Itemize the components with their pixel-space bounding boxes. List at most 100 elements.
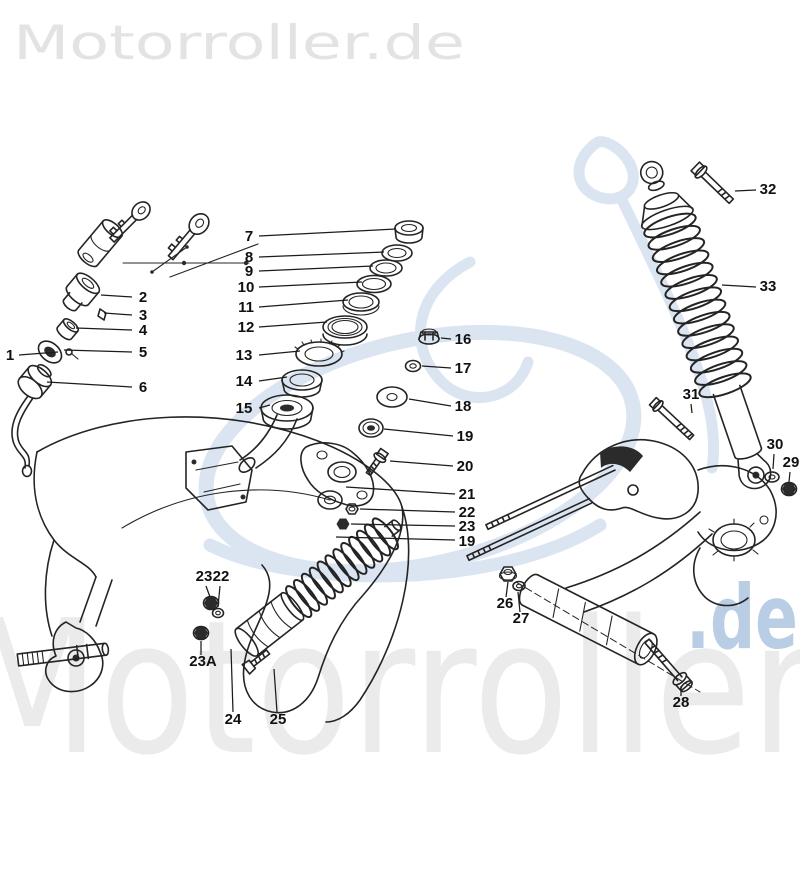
leader-line-29 xyxy=(788,471,791,483)
washer-part18 xyxy=(376,386,408,408)
washer-part27 xyxy=(512,580,526,592)
callout-9: 9 xyxy=(245,263,253,280)
rear-shock-drawing xyxy=(639,160,798,497)
nut-part23A xyxy=(192,625,210,641)
callouts-layer: 1234567891011121314151617181920212223192… xyxy=(6,181,800,728)
leader-line-31 xyxy=(690,403,693,414)
leader-line-27 xyxy=(517,591,521,613)
lock-body-part6 xyxy=(17,363,53,400)
washer-part17 xyxy=(404,359,422,373)
callout-20: 20 xyxy=(457,458,474,475)
callout-22: 22 xyxy=(213,568,230,585)
callout-4: 4 xyxy=(139,322,148,339)
bolt-part31 xyxy=(648,396,695,441)
ignition-keys-drawing xyxy=(109,201,259,278)
leader-line-22 xyxy=(217,585,221,608)
callout-7: 7 xyxy=(245,228,253,245)
nut-part4 xyxy=(56,318,80,341)
callout-24: 24 xyxy=(225,711,242,728)
watermark-swoosh xyxy=(198,136,719,583)
pivot-sleeve xyxy=(518,573,658,666)
leader-line-2 xyxy=(100,294,133,298)
leader-line-25 xyxy=(273,668,278,713)
small-hardware-drawing xyxy=(358,328,440,438)
leader-line-3 xyxy=(103,312,133,316)
leader-line-16 xyxy=(440,337,452,340)
leader-line-32 xyxy=(734,189,757,192)
swoosh-underline xyxy=(203,518,607,583)
callout-28: 28 xyxy=(673,694,690,711)
leader-line-8 xyxy=(258,251,385,258)
callout-27: 27 xyxy=(513,610,530,627)
callout-33: 33 xyxy=(760,278,777,295)
callout-23: 23 xyxy=(459,518,476,535)
nut-part26 xyxy=(498,566,518,582)
steering-bearing-stack-drawing xyxy=(238,220,424,473)
bolt-part32 xyxy=(690,161,735,205)
callout-10: 10 xyxy=(238,279,255,296)
callout-25: 25 xyxy=(270,711,287,728)
front-axle xyxy=(16,642,110,667)
swoosh-s-curve xyxy=(415,256,534,404)
leader-line-9 xyxy=(258,265,374,272)
callout-5: 5 xyxy=(139,344,147,361)
nut-part22 xyxy=(345,503,359,515)
callout-23: 23 xyxy=(196,568,213,585)
lock-barrel xyxy=(77,219,124,268)
leader-line-5 xyxy=(63,349,133,353)
bottom-watermark: Motorroller xyxy=(0,580,800,796)
lock-cylinder-part2 xyxy=(62,272,101,312)
logo-watermark: Motorroller.de xyxy=(13,16,465,71)
nut-part29 xyxy=(780,481,798,497)
washer-part30 xyxy=(764,471,780,483)
bearing-part19-lower xyxy=(317,490,343,510)
callout-19: 19 xyxy=(459,533,476,550)
bolt-part25 xyxy=(241,649,271,675)
leader-line-1 xyxy=(18,351,59,356)
bolt-part20 xyxy=(365,447,389,477)
nut-part23-front xyxy=(202,595,220,611)
leader-line-4 xyxy=(75,327,133,331)
leader-line-14 xyxy=(258,376,288,382)
callout-30: 30 xyxy=(767,436,784,453)
callout-6: 6 xyxy=(139,379,147,396)
fender-bracket xyxy=(185,445,253,511)
nut-part23 xyxy=(336,518,350,530)
callout-32: 32 xyxy=(760,181,777,198)
leader-line-17 xyxy=(421,365,452,369)
callout-16: 16 xyxy=(455,331,472,348)
callout-15: 15 xyxy=(236,400,253,417)
nut-part16 xyxy=(418,328,440,345)
bottom-watermark-de: .de xyxy=(686,566,798,669)
callout-12: 12 xyxy=(238,319,255,336)
leader-line-7 xyxy=(258,228,397,237)
lock-cable xyxy=(11,395,34,478)
leader-line-23 xyxy=(350,523,456,527)
leader-line-18 xyxy=(408,398,452,407)
callout-11: 11 xyxy=(238,299,254,316)
callout-21: 21 xyxy=(459,486,476,503)
callout-1: 1 xyxy=(6,347,14,364)
leader-line-10 xyxy=(258,281,363,288)
callout-17: 17 xyxy=(455,360,472,377)
leader-line-30 xyxy=(772,453,775,470)
mount-plate-drawing xyxy=(300,442,389,530)
leader-line-21 xyxy=(345,486,456,495)
washer-part22-front xyxy=(211,607,225,619)
leader-line-19 xyxy=(383,428,454,437)
callout-3: 3 xyxy=(139,307,147,324)
ignition-lock-drawing xyxy=(11,219,124,478)
swingarm-drawing xyxy=(466,438,777,693)
leader-line-33 xyxy=(721,284,757,288)
callout-8: 8 xyxy=(245,249,253,266)
callout-23A: 23A xyxy=(189,653,217,670)
leader-line-19 xyxy=(335,536,456,541)
leader-line-26 xyxy=(505,581,509,598)
leader-line-13 xyxy=(258,350,301,356)
callout-29: 29 xyxy=(783,454,800,471)
front-fender-drawing xyxy=(16,416,410,723)
pivot-bolt-upper xyxy=(485,464,616,531)
bearing-part19 xyxy=(358,418,384,438)
